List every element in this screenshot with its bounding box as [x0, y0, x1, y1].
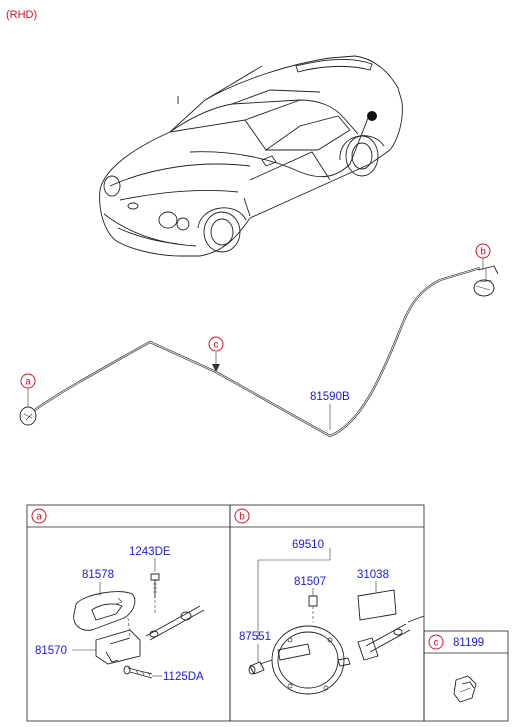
part-label-87551: 87551	[239, 631, 271, 643]
callout-b: b	[475, 243, 491, 270]
part-label-31038: 31038	[357, 569, 389, 581]
detail-panels	[26, 504, 509, 722]
car-illustration	[99, 55, 403, 257]
panel-a-drawing	[73, 573, 205, 679]
callout-c: c	[208, 336, 224, 352]
callout-a-letter: a	[25, 377, 31, 388]
part-label-1125DA: 1125DA	[163, 671, 204, 683]
part-label-81578: 81578	[82, 569, 114, 581]
variant-label: (RHD)	[6, 9, 37, 21]
panel-b-header: b	[234, 508, 250, 524]
panel-c-drawing	[453, 675, 477, 703]
release-cable	[19, 265, 499, 438]
panel-c-header: c	[428, 634, 444, 650]
part-label-81199: 81199	[453, 637, 484, 649]
callout-c-letter: c	[214, 340, 219, 351]
part-label-69510: 69510	[292, 539, 324, 551]
panel-b-drawing	[248, 548, 425, 695]
panel-a-header: a	[31, 508, 47, 524]
filler-end-b	[473, 265, 499, 297]
lever-end-a	[19, 406, 37, 426]
part-label-81570: 81570	[35, 645, 67, 657]
part-label-81507: 81507	[294, 576, 326, 588]
part-label-81590B: 81590B	[310, 391, 350, 403]
panel-b-letter: b	[239, 512, 245, 523]
part-label-1243DE: 1243DE	[129, 546, 171, 558]
panel-c-letter: c	[434, 638, 439, 649]
callout-a: a	[20, 373, 36, 406]
callout-b-letter: b	[480, 247, 486, 258]
panel-a-letter: a	[36, 512, 42, 523]
